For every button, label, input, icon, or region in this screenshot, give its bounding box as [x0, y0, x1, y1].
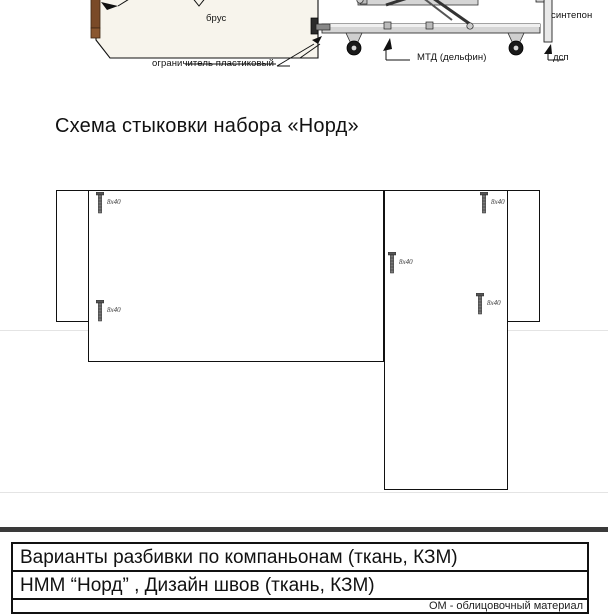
- panel-center-tall: [384, 190, 508, 490]
- section-separator-band: [0, 527, 608, 532]
- beam-arrow-head: [101, 2, 118, 10]
- dsp-board: [543, 0, 553, 43]
- screw-left-top-icon: [96, 192, 104, 214]
- castor-hub-2: [513, 45, 519, 51]
- body-baseline-right: [299, 43, 321, 59]
- mtd-diagonal-1: [385, 0, 407, 7]
- screw-center-icon: [388, 252, 396, 274]
- joining-scheme-diagram: 8x40 8x40 8x40: [0, 160, 608, 525]
- castor-hub-1: [351, 45, 357, 51]
- table-row: ОМ - облицовочный материал: [13, 600, 587, 614]
- limiter-leader: [276, 43, 315, 67]
- mtd-diagonal-3: [424, 0, 453, 21]
- screw-right-bottom-label: 8x40: [487, 299, 501, 307]
- mtd-pivot-2: [383, 21, 392, 30]
- panel-left-small: [56, 190, 89, 322]
- brus-label: брус: [206, 13, 227, 24]
- screw-right-bottom-icon: [476, 293, 484, 315]
- dsp-arrow-head: [544, 44, 552, 54]
- dsp-label: дсп: [553, 52, 569, 63]
- mtd-arrow-head: [383, 38, 392, 51]
- screw-left-bottom-label: 8x40: [107, 306, 121, 314]
- mtd-upper-arm: [357, 0, 479, 6]
- beam-arrow-line: [117, 0, 129, 7]
- brus-chevron: [193, 0, 205, 7]
- bottom-legend-table: Варианты разбивки по компаньонам (ткань,…: [11, 542, 589, 614]
- plastic-limiter-plate: [315, 23, 331, 31]
- panel-top-wide: [88, 190, 384, 362]
- screw-right-top-label: 8x40: [491, 198, 505, 206]
- wooden-beam-foot: [90, 27, 101, 39]
- sofa-construction-illustration: брус ограничитель пластиковый МТД (дельф…: [0, 0, 608, 95]
- mtd-pivot-3: [425, 21, 434, 30]
- sofa-body-outline: [95, 0, 319, 59]
- illustration-svg: [90, 0, 564, 67]
- mtd-label: МТД (дельфин): [417, 52, 487, 63]
- mtd-diagonal-2: [433, 0, 471, 26]
- table-row: НММ “Норд” , Дизайн швов (ткань, КЗМ): [13, 572, 587, 600]
- mtd-pivot-4: [466, 22, 474, 30]
- wooden-beam: [90, 0, 101, 29]
- guide-hairline-bottom: [0, 492, 608, 493]
- screw-left-top-label: 8x40: [107, 198, 121, 206]
- screw-left-bottom-icon: [96, 300, 104, 322]
- mtd-pivot-5: [356, 0, 364, 4]
- limiter-arrow-head: [312, 36, 322, 44]
- dsp-board-inner: [535, 0, 545, 3]
- page-title: Схема стыковки набора «Норд»: [55, 115, 359, 137]
- ppu-sintepon-label: синтепон: [551, 10, 593, 21]
- table-row: Варианты разбивки по компаньонам (ткань,…: [13, 544, 587, 572]
- ogranichitel-label: ограничитель пластиковый: [152, 58, 274, 69]
- screw-right-top-icon: [480, 192, 488, 214]
- panel-right-small: [507, 190, 540, 322]
- screw-center-label: 8x40: [399, 258, 413, 266]
